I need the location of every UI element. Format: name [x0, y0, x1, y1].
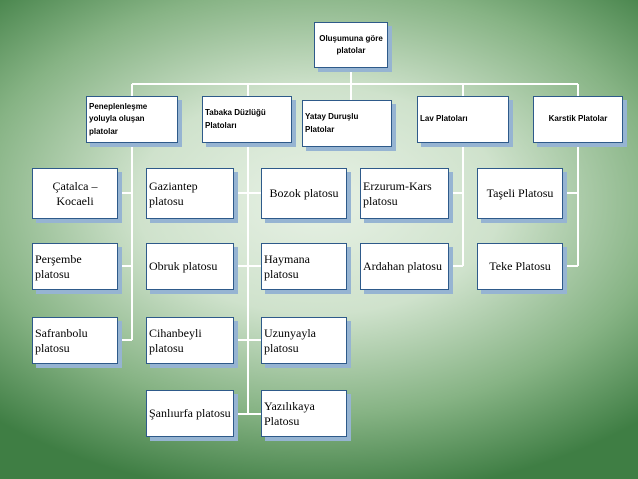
leaf-yazilikaya: Yazılıkaya Platosu	[261, 390, 347, 437]
category-tabaka: Tabaka Düzlüğü Platoları	[202, 96, 292, 143]
leaf-bozok: Bozok platosu	[261, 168, 347, 219]
leaf-gaziantep: Gaziantep platosu	[146, 168, 234, 219]
root-node: Oluşumuna göre platolar	[314, 22, 388, 68]
category-lav: Lav Platoları	[417, 96, 509, 143]
leaf-cihanbeyli: Cihanbeyli platosu	[146, 317, 234, 364]
leaf-uzunyayla: Uzunyayla platosu	[261, 317, 347, 364]
leaf-safranbolu: Safranbolu platosu	[32, 317, 118, 364]
leaf-teke: Teke Platosu	[477, 243, 563, 290]
leaf-erzurum-kars: Erzurum-Kars platosu	[360, 168, 449, 219]
leaf-persembe: Perşembe platosu	[32, 243, 118, 290]
leaf-obruk: Obruk platosu	[146, 243, 234, 290]
category-peneplen: Peneplenleşme yoluyla oluşan platolar	[86, 96, 178, 143]
leaf-ardahan: Ardahan platosu	[360, 243, 449, 290]
leaf-taseli: Taşeli Platosu	[477, 168, 563, 219]
category-yatay: Yatay Duruşlu Platolar	[302, 100, 392, 147]
category-karstik: Karstik Platolar	[533, 96, 623, 143]
leaf-haymana: Haymana platosu	[261, 243, 347, 290]
leaf-catalca-kocaeli: Çatalca – Kocaeli	[32, 168, 118, 219]
leaf-sanliurfa: Şanlıurfa platosu	[146, 390, 234, 437]
